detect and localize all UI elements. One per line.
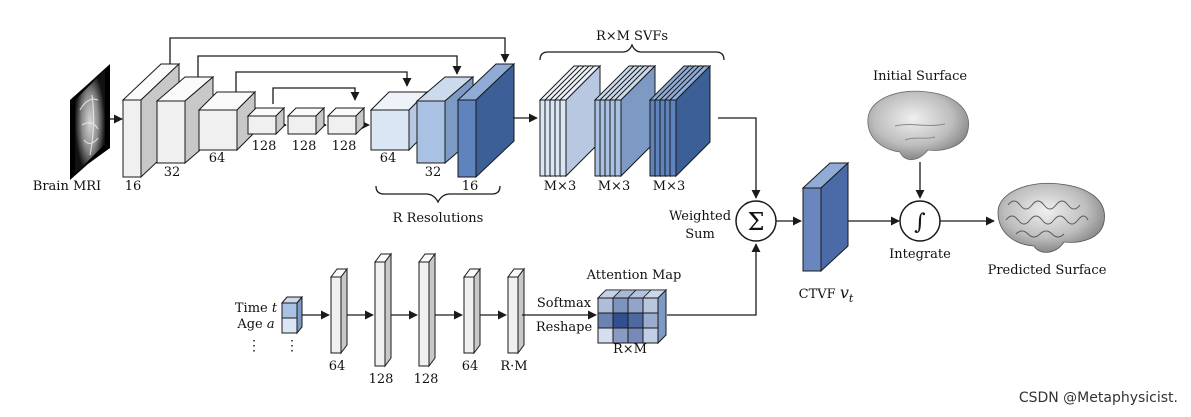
sum-label: Sum: [685, 227, 715, 242]
initial-surface-image: [867, 90, 969, 161]
mlp-layer-5: [507, 267, 525, 355]
attention-map: [596, 288, 668, 345]
mlp-label-128-a: 128: [369, 372, 394, 387]
decoder-block-3: [456, 62, 516, 179]
time-label-text: Time: [235, 301, 268, 316]
attention-cell: [627, 297, 644, 314]
predicted-surface-label: Predicted Surface: [988, 263, 1107, 278]
mlp-label-64-a: 64: [329, 359, 346, 374]
encoder-block-6: [326, 106, 366, 136]
weighted-sum-node: Σ: [735, 200, 777, 242]
svfs-title: R×M SVFs: [596, 29, 668, 44]
svf-group-2-slab-5: [613, 64, 657, 178]
skip-connection-32: [197, 55, 462, 79]
arrow-svfs-to-sum: [718, 117, 761, 199]
time-symbol: t: [272, 301, 278, 316]
resolutions-brace: [375, 185, 501, 204]
ctvf-symbol: v: [840, 283, 849, 302]
mlp-layer-1: [330, 267, 348, 355]
svf-group-1: [538, 64, 602, 178]
integrate-node: ∫: [899, 200, 941, 242]
attention-cell: [612, 297, 629, 314]
mlp-layer-2: [374, 252, 392, 368]
attention-cell: [627, 312, 644, 329]
attention-dims-label: R×M: [613, 342, 647, 357]
predicted-surface-image: [997, 182, 1105, 253]
svfs-brace: [539, 43, 725, 61]
mlp-layer-3: [418, 252, 436, 368]
enc-label-128-c: 128: [332, 139, 357, 154]
skip-connections: [169, 37, 510, 104]
ctvf-label: CTVF vt: [799, 283, 854, 305]
enc-label-32: 32: [164, 165, 181, 180]
svf-group-label-1: M×3: [544, 179, 576, 194]
attention-cell: [612, 312, 629, 329]
encoder-block-5: [286, 106, 326, 136]
attention-cell: [597, 312, 614, 329]
ctvf-subscript: t: [849, 292, 854, 305]
enc-label-64: 64: [209, 151, 226, 166]
age-symbol: a: [267, 317, 275, 332]
svf-group-3: [648, 64, 712, 178]
svf-group-label-3: M×3: [653, 179, 685, 194]
attention-map-title: Attention Map: [586, 268, 682, 283]
time-label: Time t: [235, 301, 278, 316]
skip-connection-128: [272, 87, 360, 104]
svf-group-2: [593, 64, 657, 178]
integrate-label: Integrate: [889, 247, 951, 262]
ellipsis-right: ⋮: [285, 338, 299, 354]
svf-stacks: [538, 64, 712, 178]
encoder-block-3: [197, 90, 257, 152]
mlp-label-128-b: 128: [414, 372, 439, 387]
attention-cell: [642, 312, 659, 329]
initial-surface-label: Initial Surface: [873, 69, 967, 84]
svf-group-3-slab-5: [668, 64, 712, 178]
age-label: Age a: [236, 317, 274, 332]
mlp-label-rm: R·M: [500, 359, 527, 374]
unet-blocks: [121, 62, 516, 179]
skip-connection-16: [169, 37, 510, 79]
integral-symbol: ∫: [914, 210, 926, 235]
mlp-label-64-b: 64: [462, 359, 479, 374]
dec-label-16: 16: [462, 179, 479, 194]
mlp-input-cubes: [280, 295, 304, 335]
dec-label-64: 64: [380, 151, 397, 166]
svf-group-label-2: M×3: [598, 179, 630, 194]
attention-map-side: [657, 288, 667, 345]
attention-cell: [612, 327, 629, 344]
enc-label-16: 16: [125, 179, 142, 194]
attention-cell: [627, 327, 644, 344]
svf-group-1-slab-5: [558, 64, 602, 178]
brain-mri-image: [70, 64, 110, 180]
resolutions-label: R Resolutions: [393, 211, 484, 226]
reshape-label: Reshape: [536, 320, 593, 335]
mlp-layers: [302, 252, 525, 368]
attention-cell: [642, 297, 659, 314]
arrow-attention-to-sum: [667, 243, 761, 316]
attention-cell: [642, 327, 659, 344]
attention-cell: [597, 327, 614, 344]
ctvf-slab: [801, 161, 850, 273]
encoder-block-4: [246, 106, 286, 136]
weighted-label: Weighted: [669, 209, 731, 224]
skip-connection-64: [235, 71, 412, 92]
enc-label-128-a: 128: [252, 139, 277, 154]
age-label-text: Age: [236, 317, 263, 332]
brain-mri-label: Brain MRI: [33, 179, 101, 194]
ctvf-label-text: CTVF: [799, 287, 836, 302]
watermark: CSDN @Metaphysicist.: [1019, 390, 1178, 406]
mlp-layer-4: [463, 267, 481, 355]
attention-cell: [597, 297, 614, 314]
ellipsis-left: ⋮: [247, 338, 261, 354]
dec-label-32: 32: [425, 165, 442, 180]
enc-label-128-b: 128: [292, 139, 317, 154]
softmax-label: Softmax: [537, 296, 592, 311]
sigma-symbol: Σ: [748, 208, 765, 236]
